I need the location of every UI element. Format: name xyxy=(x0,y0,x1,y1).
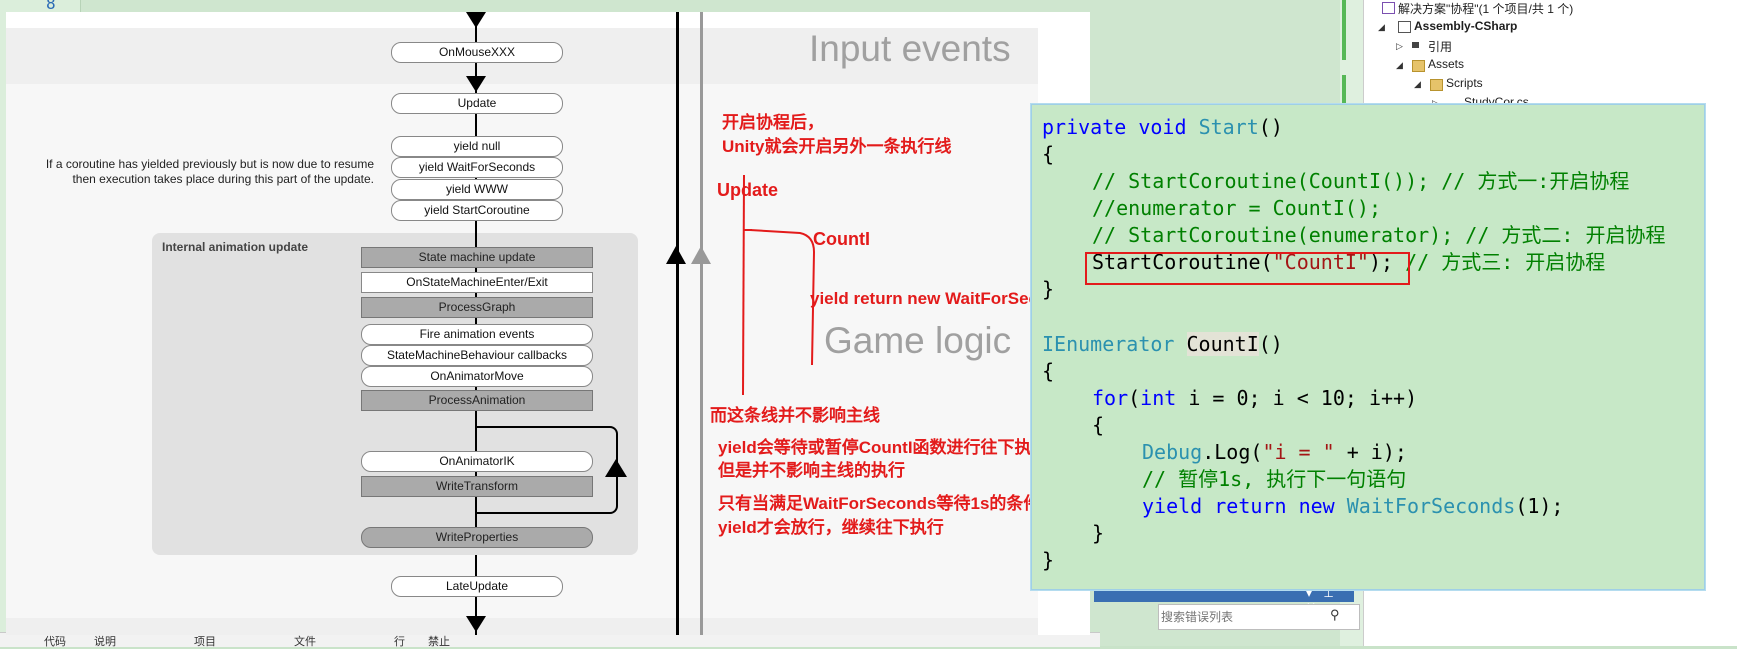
annotation-update: Update xyxy=(717,180,779,200)
late-update-node: LateUpdate xyxy=(391,576,563,597)
column-project[interactable]: 项目 xyxy=(194,636,216,648)
code-line-open-brace2: { xyxy=(1042,359,1055,383)
tree-item-scripts[interactable]: Scripts xyxy=(1446,76,1483,90)
down-arrow-icon xyxy=(466,76,486,92)
code-line-comment3: // StartCoroutine(enumerator); // 方式二: 开… xyxy=(1092,223,1666,247)
highlight-box xyxy=(1085,252,1410,285)
tree-item-assets[interactable]: Assets xyxy=(1428,57,1465,71)
folder-icon xyxy=(1412,60,1425,72)
on-animator-move-node: OnAnimatorMove xyxy=(361,366,593,387)
on-state-machine-enter-exit-node: OnStateMachineEnter/Exit xyxy=(361,272,593,293)
code-line-close-brace3: } xyxy=(1092,521,1105,545)
on-mouse-node: OnMouseXXX xyxy=(391,42,563,63)
input-events-title: Input events xyxy=(809,28,1011,69)
process-graph-node: ProcessGraph xyxy=(361,297,593,318)
annotation-yield: yield return new WaitForSeconds xyxy=(810,289,1079,308)
game-logic-title: Game logic xyxy=(824,320,1012,361)
on-animator-ik-node: OnAnimatorIK xyxy=(361,451,593,472)
expand-arrow-icon[interactable]: ▷ xyxy=(1432,98,1439,108)
annotation-yield-wait1: yield会等待或暂停CountI函数进行往下执行 xyxy=(718,438,1049,457)
write-properties-node: WriteProperties xyxy=(361,527,593,548)
column-line[interactable]: 行 xyxy=(394,636,405,648)
next-band xyxy=(6,618,1038,635)
down-arrow-icon xyxy=(466,12,486,28)
tree-item-project[interactable]: Assembly-CSharp xyxy=(1414,19,1518,33)
tree-item-references[interactable]: 引用 xyxy=(1428,40,1453,54)
collapse-arrow-icon[interactable]: ◢ xyxy=(1396,60,1403,70)
solution-icon xyxy=(1382,2,1395,14)
search-icon[interactable]: ⚲ xyxy=(1330,607,1340,622)
yield-waitforseconds-node: yield WaitForSeconds xyxy=(391,157,563,178)
yield-startcoroutine-node: yield StartCoroutine xyxy=(391,200,563,221)
upward-arrows-icon xyxy=(666,246,711,264)
annotation-yield-wait2: 但是并不影响主线的执行 xyxy=(718,461,905,480)
code-line-comment1: // StartCoroutine(CountI()); // 方式一:开启协程 xyxy=(1092,169,1630,193)
error-list-search-input[interactable] xyxy=(1158,604,1360,630)
csharp-project-icon xyxy=(1398,21,1411,33)
expand-arrow-icon[interactable]: ▷ xyxy=(1396,41,1403,51)
annotation-start-line1: 开启协程后， xyxy=(722,113,824,132)
tree-item-solution[interactable]: 解决方案"协程"(1 个项目/共 1 个) xyxy=(1398,2,1574,16)
state-machine-update-node: State machine update xyxy=(361,247,593,268)
yield-null-node: yield null xyxy=(391,136,563,157)
references-icon xyxy=(1412,42,1419,48)
column-description[interactable]: 说明 xyxy=(94,636,116,648)
fire-animation-events-node: Fire animation events xyxy=(361,324,593,345)
code-line-close-brace4: } xyxy=(1042,548,1055,572)
yield-www-node: yield WWW xyxy=(391,179,563,200)
update-node: Update xyxy=(391,93,563,114)
annotation-counti: CountI xyxy=(813,229,870,249)
code-line-debug-log: Debug.Log("i = " + i); xyxy=(1142,440,1407,464)
process-animation-node: ProcessAnimation xyxy=(361,390,593,411)
code-line-close-brace: } xyxy=(1042,277,1055,301)
main-thread-line xyxy=(676,12,679,635)
annotation-only-when1: 只有当满足WaitForSeconds等待1s的条件， xyxy=(718,494,1058,513)
statemachinebehaviour-callbacks-node: StateMachineBehaviour callbacks xyxy=(361,345,593,366)
down-arrow-icon xyxy=(466,616,486,632)
column-suppress[interactable]: 禁止 xyxy=(428,636,450,648)
annotation-not-affect: 而这条线并不影响主线 xyxy=(710,406,880,425)
code-line-for: for(int i = 0; i < 10; i++) xyxy=(1092,386,1418,410)
code-line-open-brace: { xyxy=(1042,142,1055,166)
code-line-start-signature: private void Start() xyxy=(1042,115,1283,139)
column-code[interactable]: 代码 xyxy=(44,636,66,648)
secondary-line xyxy=(700,12,703,635)
collapse-arrow-icon[interactable]: ◢ xyxy=(1378,22,1385,32)
code-line-counti-signature: IEnumerator CountI() xyxy=(1042,332,1283,356)
thread-sketch xyxy=(742,174,816,396)
annotation-start-line2: Unity就会开启另外一条执行线 xyxy=(722,137,952,156)
collapse-arrow-icon[interactable]: ◢ xyxy=(1414,79,1421,89)
folder-icon xyxy=(1430,79,1443,91)
up-arrow-icon xyxy=(605,459,627,477)
write-transform-node: WriteTransform xyxy=(361,476,593,497)
code-line-open-brace3: { xyxy=(1092,413,1105,437)
coroutine-note: If a coroutine has yielded previously bu… xyxy=(45,157,374,186)
column-file[interactable]: 文件 xyxy=(294,636,316,648)
code-line-comment2: //enumerator = CountI(); xyxy=(1092,196,1381,220)
code-line-start-coroutine: StartCoroutine("CountI"); // 方式三: 开启协程 xyxy=(1092,250,1606,274)
code-editor-snippet[interactable]: private void Start() { // StartCoroutine… xyxy=(1031,104,1705,590)
execution-order-diagram: Input events Game logic OnMouseXXX Updat… xyxy=(6,12,1090,635)
annotation-only-when2: yield才会放行，继续往下执行 xyxy=(718,518,944,537)
line-number: 8 xyxy=(46,0,56,13)
internal-animation-title: Internal animation update xyxy=(162,240,309,254)
code-line-comment5: // 暂停1s, 执行下一句语句 xyxy=(1142,467,1407,491)
code-line-yield: yield return new WaitForSeconds(1); xyxy=(1142,494,1564,518)
